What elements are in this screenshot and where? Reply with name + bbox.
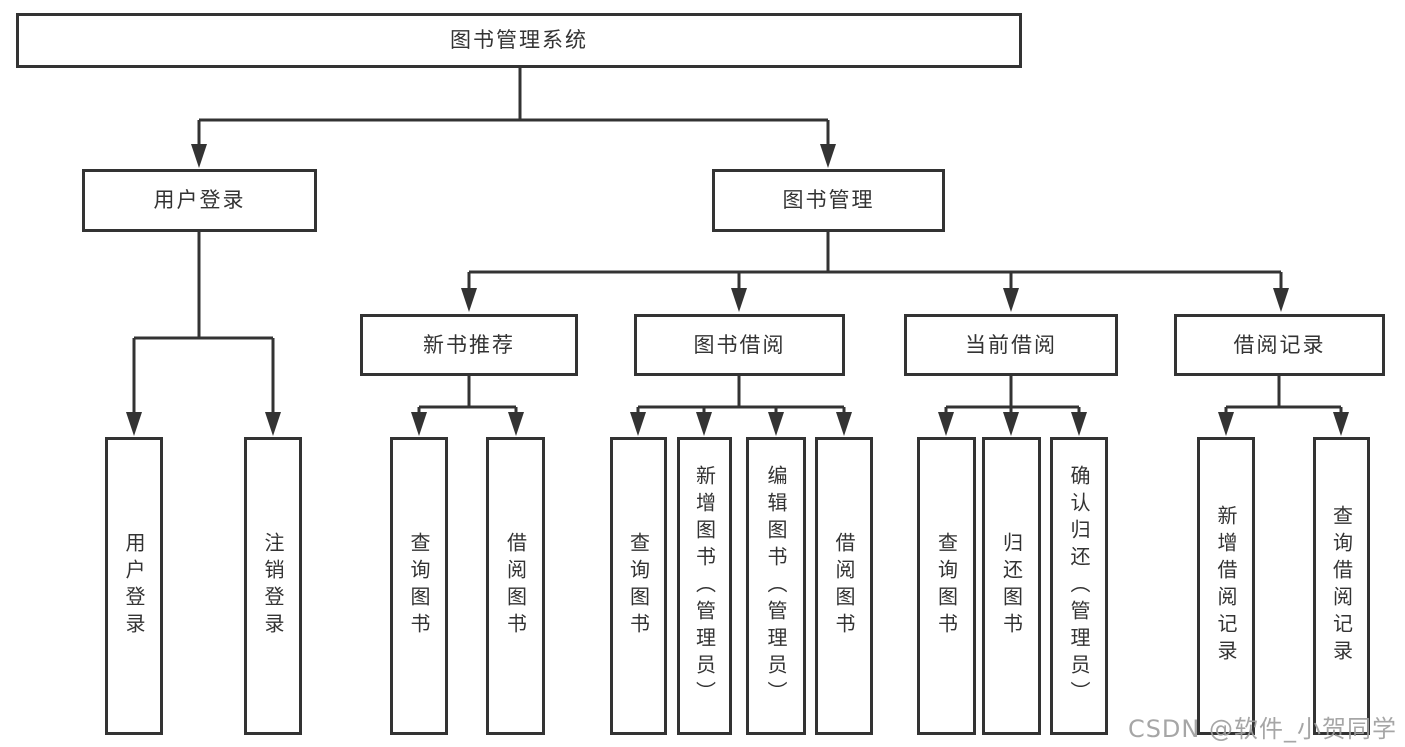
node-book-borrowing: 图书借阅: [634, 314, 845, 376]
connector-new-book-to-children: [417, 376, 518, 418]
node-borrowing-records: 借阅记录: [1174, 314, 1385, 376]
arrow-down-icon: [461, 288, 477, 312]
leaf-borrow-books: 借阅图书: [815, 437, 873, 735]
connector-user-login-to-children: [132, 232, 275, 418]
leaf-query-books: 查询图书: [917, 437, 976, 735]
arrowheads: [126, 144, 1349, 436]
leaf-add-books-admin: 新增图书（管理员）: [677, 437, 732, 735]
arrow-down-icon: [1003, 412, 1019, 436]
connector-book-borrow-to-children: [636, 376, 846, 418]
arrow-down-icon: [411, 412, 427, 436]
arrow-down-icon: [1218, 412, 1234, 436]
leaf-add-borrow-record: 新增借阅记录: [1197, 437, 1255, 735]
leaf-query-books: 查询图书: [610, 437, 667, 735]
leaf-borrow-books: 借阅图书: [486, 437, 545, 735]
connector-borrow-record-to-children: [1224, 376, 1343, 418]
connector-book-mgmt-to-level3: [467, 232, 1283, 294]
arrow-down-icon: [1273, 288, 1289, 312]
arrow-down-icon: [126, 412, 142, 436]
leaf-user-login: 用户登录: [105, 437, 163, 735]
arrow-down-icon: [630, 412, 646, 436]
arrow-down-icon: [1003, 288, 1019, 312]
leaf-query-borrow-record: 查询借阅记录: [1313, 437, 1370, 735]
arrow-down-icon: [768, 412, 784, 436]
arrow-down-icon: [265, 412, 281, 436]
leaf-logout: 注销登录: [244, 437, 302, 735]
leaf-return-books: 归还图书: [982, 437, 1041, 735]
arrow-down-icon: [508, 412, 524, 436]
arrow-down-icon: [731, 288, 747, 312]
leaf-confirm-return-admin: 确认归还（管理员）: [1050, 437, 1108, 735]
arrow-down-icon: [1333, 412, 1349, 436]
arrow-down-icon: [1071, 412, 1087, 436]
arrow-down-icon: [696, 412, 712, 436]
arrow-down-icon: [938, 412, 954, 436]
node-user-login: 用户登录: [82, 169, 317, 232]
connector-root-to-level2: [197, 68, 830, 150]
arrow-down-icon: [820, 144, 836, 168]
leaf-query-books: 查询图书: [390, 437, 448, 735]
leaf-edit-books-admin: 编辑图书（管理员）: [746, 437, 806, 735]
arrow-down-icon: [836, 412, 852, 436]
node-library-management-system: 图书管理系统: [16, 13, 1022, 68]
arrow-down-icon: [191, 144, 207, 168]
node-current-borrowing: 当前借阅: [904, 314, 1118, 376]
node-new-book-recommendation: 新书推荐: [360, 314, 578, 376]
node-book-management: 图书管理: [712, 169, 945, 232]
connector-current-borrow-to-children: [944, 376, 1081, 418]
csdn-watermark: CSDN @软件_小贺同学: [1127, 715, 1397, 743]
